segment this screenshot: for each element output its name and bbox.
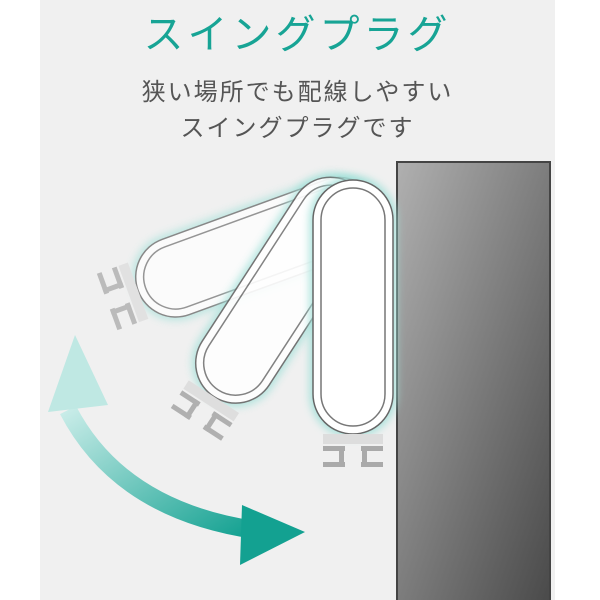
subtitle-line-2: スイングプラグです [180,114,415,142]
plug-icon [309,176,397,467]
title: スイングプラグ [143,12,452,58]
subtitle-line-1: 狭い場所でも配線しやすい [141,78,454,106]
wall [396,161,551,600]
swing-arrow-icon [48,335,305,565]
